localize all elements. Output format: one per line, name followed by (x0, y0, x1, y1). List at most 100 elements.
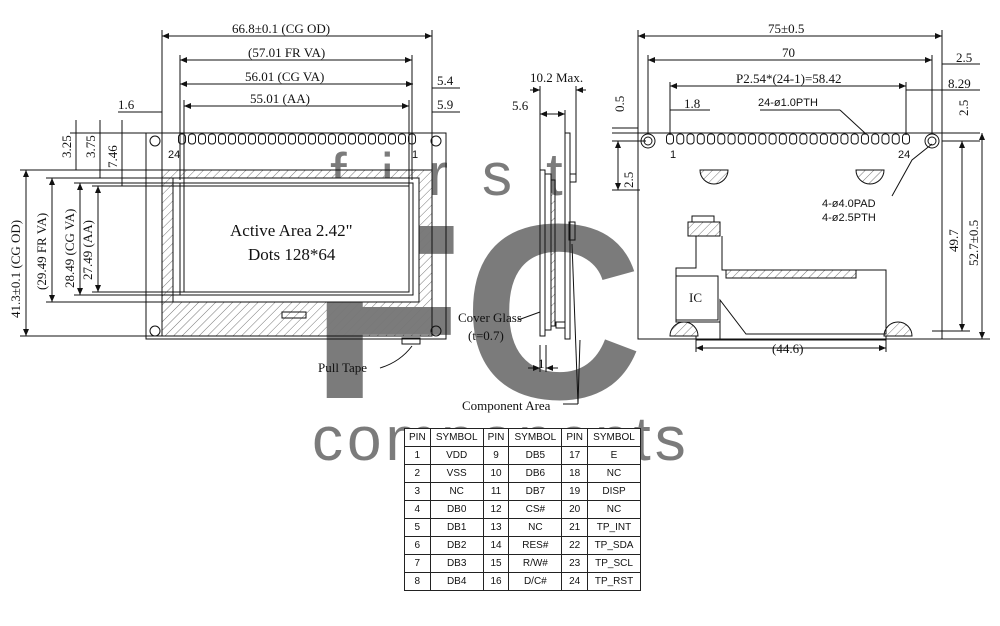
active-area-label: Active Area 2.42" (230, 221, 353, 240)
ic-label: IC (689, 290, 702, 305)
front-pin-pad (308, 133, 316, 145)
back-view-labels: 75±0.5 70 2.5 P2.54*(24-1)=58.42 8.29 0.… (612, 21, 981, 356)
pin-symbol-cell: DB1 (429, 518, 484, 537)
pth25-label: 4-ø2.5PTH (822, 212, 876, 224)
pin-number-cell: 21 (561, 518, 589, 537)
front-pin-pad (248, 133, 256, 145)
fpc-pads (725, 269, 857, 279)
header-symbol: SYMBOL (587, 428, 642, 447)
pin-number-cell: 12 (482, 500, 510, 519)
pin-number-cell: 13 (482, 518, 510, 537)
pin-number-cell: 16 (482, 572, 510, 591)
side-frame (550, 179, 556, 327)
dots-label: Dots 128*64 (248, 245, 336, 264)
dim-left-offset: 1.6 (118, 97, 135, 112)
front-pin-pad (238, 133, 246, 145)
pin-symbol-cell: TP_INT (587, 518, 642, 537)
dim-pin-offset: 1.8 (684, 96, 700, 111)
front-pin-pad (318, 133, 326, 145)
front-pin-pad (188, 133, 196, 145)
front-pin-pad (338, 133, 346, 145)
back-mount-pad (924, 133, 940, 149)
front-mount-hole (149, 325, 161, 337)
dim-top-3-75: 3.75 (83, 135, 98, 158)
front-pin-pad (278, 133, 286, 145)
pin-number-cell: 11 (482, 482, 510, 501)
pin-symbol-cell: DB0 (429, 500, 484, 519)
dim-overall-width: 75±0.5 (768, 21, 804, 36)
back-pin-row (666, 133, 910, 145)
header-pin: PIN (561, 428, 589, 447)
back-pin-pad (789, 133, 798, 145)
pin-number-cell: 19 (561, 482, 589, 501)
side-view-labels: 10.2 Max. 5.6 Cover Glass (t=0.7) 1 Comp… (458, 70, 583, 413)
front-pin-pad (368, 133, 376, 145)
dim-aa-width: 55.01 (AA) (250, 91, 310, 106)
side-view (517, 86, 586, 405)
fpc-connector (687, 221, 721, 237)
pull-tape-tab (401, 337, 421, 345)
back-pin-pad (707, 133, 716, 145)
pin-number-cell: 6 (404, 536, 431, 555)
pin-number-cell: 4 (404, 500, 431, 519)
pin-symbol-cell: DB6 (508, 464, 563, 483)
pin-symbol-cell: D/C# (508, 572, 563, 591)
front-pin-row (178, 133, 416, 145)
active-area-frame (183, 185, 410, 293)
pin-symbol-cell: CS# (508, 500, 563, 519)
pin-symbol-cell: DISP (587, 482, 642, 501)
back-pin-pad (768, 133, 777, 145)
back-pin-pad (686, 133, 695, 145)
pin-number-cell: 18 (561, 464, 589, 483)
pth-label: 24-ø1.0PTH (758, 97, 818, 109)
back-pin-pad (758, 133, 767, 145)
pin-symbol-cell: DB2 (429, 536, 484, 555)
back-tab (669, 321, 699, 337)
dim-cg-va-height: 28.49 (CG VA) (62, 209, 77, 288)
dim-cg-od-height: 41.3±0.1 (CG OD) (8, 220, 23, 318)
side-pcb (564, 132, 571, 340)
front-view-labels: 66.8±0.1 (CG OD) (57.01 FR VA) 56.01 (CG… (8, 21, 454, 375)
front-view (20, 30, 460, 369)
front-pin-pad (258, 133, 266, 145)
back-pin-pad (902, 133, 910, 145)
back-pin-pad (717, 133, 726, 145)
back-pin-pad (676, 133, 685, 145)
front-pin-label-24: 24 (168, 149, 180, 161)
pin-symbol-cell: DB7 (508, 482, 563, 501)
back-pin-pad (666, 133, 674, 145)
dim-cg-va-width: 56.01 (CG VA) (245, 69, 324, 84)
pin-symbol-cell: TP_SDA (587, 536, 642, 555)
back-pin-pad (748, 133, 757, 145)
pin-symbol-cell: NC (429, 482, 484, 501)
dim-side-offset: 5.6 (512, 98, 529, 113)
pin-symbol-cell: RES# (508, 536, 563, 555)
pin-symbol-cell: E (587, 446, 642, 465)
dim-max-thickness: 10.2 Max. (530, 70, 583, 85)
front-pin-pad (398, 133, 406, 145)
back-pin-pad (799, 133, 808, 145)
front-pin-pad (348, 133, 356, 145)
cover-glass-thickness: (t=0.7) (468, 328, 504, 343)
ic-chip (675, 275, 719, 321)
back-pin-pad (871, 133, 880, 145)
dim-side-bottom: 1 (538, 356, 545, 371)
dim-fpc-width: (44.6) (772, 341, 803, 356)
front-pin-pad (198, 133, 206, 145)
front-pin-pad (388, 133, 396, 145)
back-tab (883, 321, 913, 337)
back-pin-pad (840, 133, 849, 145)
back-tab (699, 169, 729, 185)
dim-top-7-46: 7.46 (105, 145, 120, 168)
fpc-connector-top (691, 215, 715, 223)
front-pin-pad (268, 133, 276, 145)
pin-symbol-cell: VSS (429, 464, 484, 483)
dim-pin-span: P2.54*(24-1)=58.42 (736, 71, 842, 86)
header-pin: PIN (404, 428, 431, 447)
pin-symbol-cell: DB3 (429, 554, 484, 573)
